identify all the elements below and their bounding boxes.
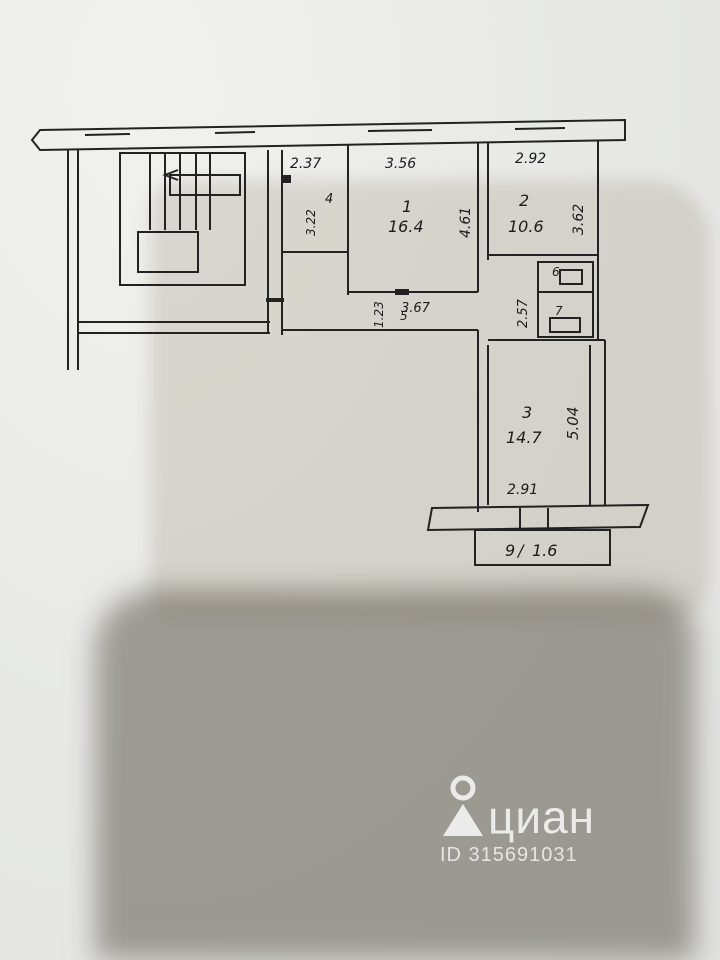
balcony-number: 9 [505,541,515,560]
balcony-separator: / [516,541,525,560]
watermark-brand: циан [488,791,596,843]
room-7-number: 7 [555,304,563,318]
top-exterior-wall [30,118,626,152]
dim-2-92: 2.92 [515,151,546,167]
room-6-number: 6 [552,265,560,279]
watermark-listing-id: ID 315691031 [440,844,578,866]
stair-landing [137,231,199,273]
stair-rail [169,174,241,196]
dim-2-57: 2.57 [516,298,531,328]
bathroom-block [537,261,594,338]
dim-3-56: 3.56 [385,156,416,172]
location-pin-icon [443,775,483,836]
room-3-number: 3 [522,403,532,422]
window-stair [84,133,131,136]
lower-shadow [95,590,695,960]
meter-box [283,175,291,183]
stair-arrow [162,169,179,181]
room-4-number: 4 [325,192,333,207]
room-5-number: 5 [400,309,408,323]
dim-5-04: 5.04 [564,407,582,440]
dim-3-22: 3.22 [304,209,318,236]
dim-2-37: 2.37 [290,156,321,172]
room-3-area: 14.7 [506,428,542,447]
dim-1-23: 1.23 [372,301,386,328]
balcony-area: 1.6 [532,541,557,560]
dim-2-91: 2.91 [507,482,538,498]
toilet-fixture [559,269,583,285]
room-1-number: 1 [402,197,412,216]
window-hall [214,131,256,134]
room-2-area: 10.6 [508,217,544,236]
room-2-number: 2 [519,191,529,210]
balcony [474,529,611,566]
dim-3-67: 3.67 [401,301,431,316]
balcony-wall [426,503,650,532]
upper-shadow [150,180,710,620]
room-1-area: 16.4 [388,217,424,236]
dim-3-62: 3.62 [571,204,587,235]
bath-fixture [549,317,581,333]
door-mark [395,289,409,295]
window-room-2 [514,127,566,130]
stair-flight [119,152,246,286]
door-mark [266,298,284,302]
dim-4-61: 4.61 [458,207,474,238]
window-room-1 [367,129,433,132]
watermark: циан ID 315691031 [440,770,670,880]
